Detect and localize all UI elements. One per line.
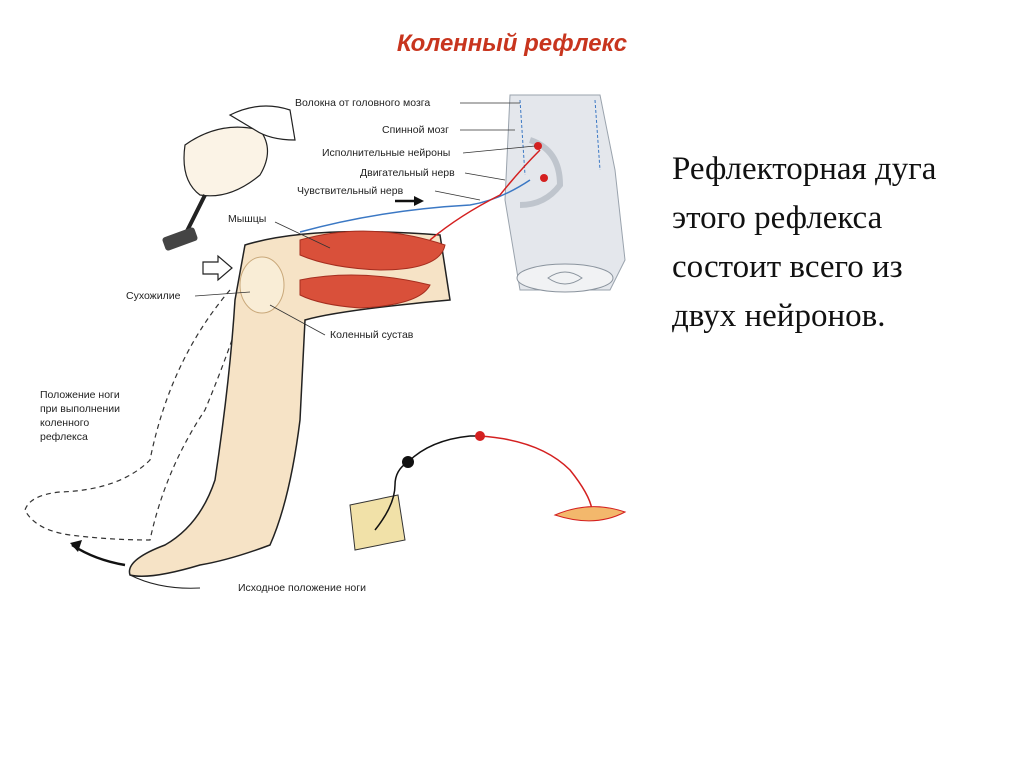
tap-arrow-icon: [202, 254, 233, 282]
kick-arrow-icon: [71, 543, 126, 567]
label-effector-neurons: Исполнительные нейроны: [322, 147, 450, 159]
signal-arrowhead-icon: [414, 196, 424, 206]
two-neuron-inset: [349, 431, 627, 551]
label-spinal-cord: Спинной мозг: [382, 124, 449, 136]
label-leg-position-2: при выполнении: [40, 403, 120, 415]
muscles-illustration: [299, 230, 446, 309]
reflex-leg-outline: [24, 289, 246, 541]
leg-illustration: [128, 230, 451, 589]
label-knee-joint: Коленный сустав: [330, 329, 414, 341]
slide-title: Коленный рефлекс: [396, 30, 628, 57]
body-line-2: этого рефлекса: [672, 200, 883, 236]
sensory-neuron-body: [402, 456, 414, 468]
label-leg-position-4: рефлекса: [40, 431, 88, 443]
nerve-pathway: [299, 142, 548, 241]
label-leg-position-3: коленного: [40, 417, 89, 429]
label-initial-position: Исходное положение ноги: [238, 582, 366, 594]
label-muscles: Мышцы: [228, 213, 266, 225]
reflex-hammer-illustration: [162, 105, 296, 251]
label-tendon: Сухожилие: [126, 290, 181, 302]
label-sensory-nerve: Чувствительный нерв: [297, 185, 404, 197]
label-fibers-from-brain: Волокна от головного мозга: [295, 97, 430, 109]
slide-body-text: Рефлекторная дуга этого рефлекса состоит…: [672, 145, 1002, 341]
spinal-cord-illustration: [504, 94, 626, 293]
label-motor-nerve: Двигательный нерв: [360, 167, 455, 179]
diagram-labels: Волокна от головного мозга Спинной мозг …: [40, 97, 536, 594]
kick-arrowhead-icon: [70, 540, 82, 552]
label-leg-position-1: Положение ноги: [40, 389, 120, 401]
body-line-3: состоит всего из: [672, 249, 903, 285]
body-line-1: Рефлекторная дуга: [672, 151, 937, 187]
body-line-4: двух нейронов.: [672, 298, 886, 334]
knee-reflex-diagram: Волокна от головного мозга Спинной мозг …: [24, 94, 627, 594]
